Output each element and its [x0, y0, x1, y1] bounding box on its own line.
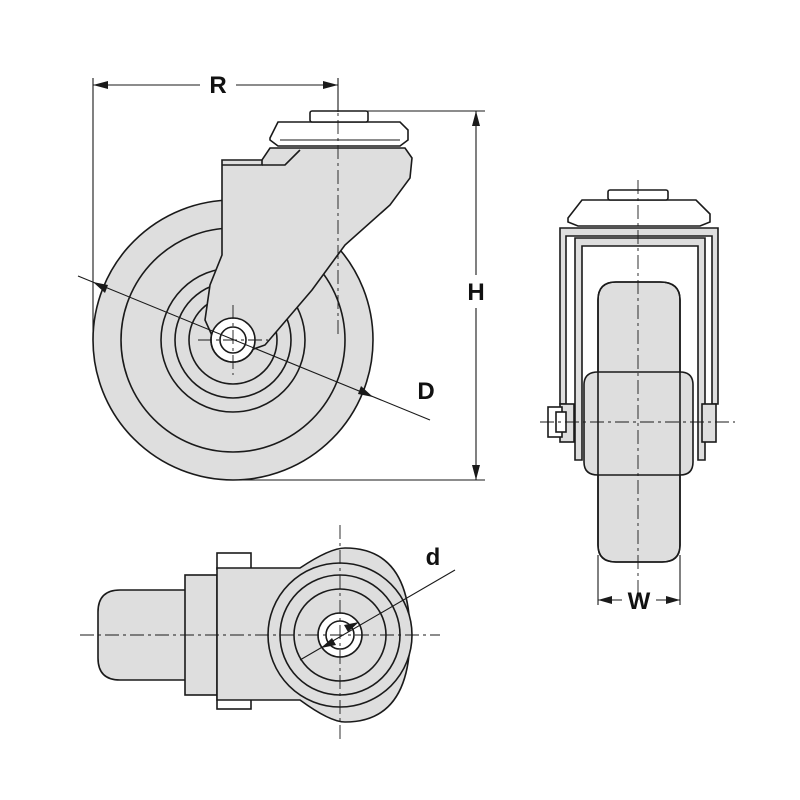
- W-label: W: [628, 588, 651, 615]
- R-arrow-right: [323, 81, 338, 89]
- side-fork: [204, 147, 413, 353]
- d-arrow-upper: [344, 622, 359, 632]
- dimension-D: D: [77, 275, 435, 421]
- top-bolt-upper: [216, 552, 252, 570]
- side-axle-bolt-front: [219, 326, 247, 354]
- dimension-R: R: [92, 72, 339, 340]
- H-label: H: [467, 279, 484, 306]
- d-label: d: [426, 544, 441, 571]
- side-fork-shoulder: [262, 149, 301, 166]
- D-arrow-right: [358, 386, 373, 397]
- front-wheel-outline: [597, 281, 681, 563]
- H-arrow-bottom: [472, 465, 480, 480]
- side-top-bolt: [309, 110, 369, 123]
- side-view: [92, 95, 413, 481]
- dimension-d: d: [299, 544, 456, 661]
- front-top-plate: [567, 199, 711, 227]
- front-view: [540, 180, 735, 600]
- R-arrow-left: [93, 81, 108, 89]
- R-label: R: [209, 72, 226, 99]
- H-arrow-top: [472, 111, 480, 126]
- top-view: [80, 525, 440, 740]
- dimension-H: H: [233, 110, 485, 481]
- front-fork-inner: [574, 237, 706, 461]
- D-arrow-left: [93, 282, 108, 293]
- side-top-plate: [269, 121, 409, 147]
- dimension-W: W: [597, 555, 681, 615]
- d-arrow-lower: [321, 638, 336, 648]
- W-arrow-right: [666, 596, 680, 604]
- D-label: D: [417, 378, 434, 405]
- W-arrow-left: [598, 596, 612, 604]
- front-hub: [583, 371, 694, 476]
- front-fork-leg-right: [701, 403, 717, 443]
